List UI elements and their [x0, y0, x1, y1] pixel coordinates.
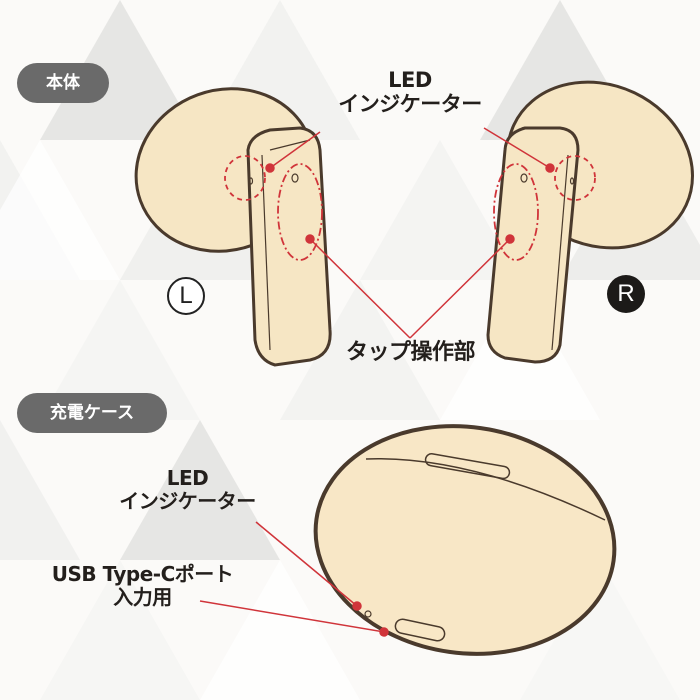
earbud-led-label-line1: LED [388, 68, 432, 92]
charging-case-drawing [313, 424, 617, 656]
right-badge: R [607, 275, 645, 313]
right-earbud-drawing [486, 80, 694, 364]
tap-area-label: タップ操作部 [345, 340, 476, 365]
case-led-label-line2: インジケーター [119, 489, 256, 513]
usb-port-label-line2: 入力用 [113, 585, 172, 609]
section-pill-body: 本体 [17, 63, 109, 103]
section-pill-case: 充電ケース [17, 393, 167, 433]
usb-port-label: USB Type-Cポート 入力用 [20, 563, 265, 609]
earbud-led-label-line2: インジケーター [338, 92, 482, 117]
usb-port-label-line1: USB Type-Cポート [51, 562, 234, 586]
earbud-led-label: LED インジケーター [300, 68, 520, 116]
left-earbud-drawing [134, 87, 332, 367]
case-led-label-line1: LED [166, 466, 209, 490]
case-led-label: LED インジケーター [95, 467, 280, 513]
left-badge: L [167, 277, 205, 315]
